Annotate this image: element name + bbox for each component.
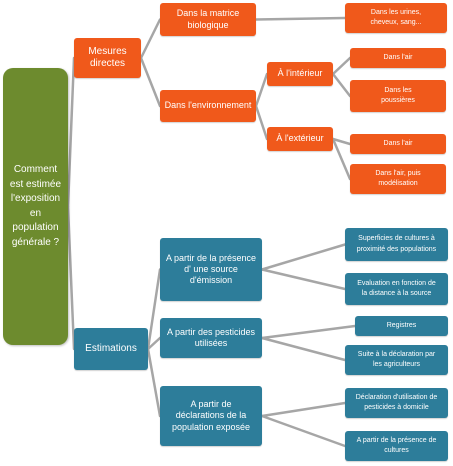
- connector-root-est: [66, 205, 76, 351]
- declarations-population-node: A partir de déclarations de la populatio…: [160, 386, 262, 446]
- connector-est-decl: [146, 347, 162, 418]
- mesures-directes-node: Mesures directes: [74, 38, 141, 78]
- connector-est-src: [146, 268, 162, 351]
- utilisation-domicile-node: Déclaration d'utilisation de pesticides …: [345, 388, 448, 418]
- connector-pest-suit: [260, 336, 347, 362]
- air-exterieur-node: Dans l'air: [350, 134, 446, 154]
- air-interieur-node: Dans l'air: [350, 48, 446, 68]
- declaration-agriculteurs-node: Suite à la déclaration par les agriculte…: [345, 345, 448, 375]
- superficies-cultures-node: Superficies de cultures à proximité des …: [345, 228, 448, 261]
- connector-mat-uri: [254, 16, 347, 21]
- urines-cheveux-sang-node: Dans les urines, cheveux, sang...: [345, 3, 447, 33]
- estimations-node: Estimations: [74, 328, 148, 370]
- connector-est-pest: [146, 336, 162, 351]
- connector-md-mat: [139, 18, 162, 60]
- connector-md-env: [139, 56, 162, 108]
- poussieres-node: Dans les poussières: [350, 80, 446, 112]
- modelisation-node: Dans l'air, puis modélisation: [350, 164, 446, 194]
- connector-ext-mod: [331, 137, 352, 181]
- connector-int-pou: [331, 72, 352, 98]
- exterieur-node: À l'extérieur: [267, 127, 333, 151]
- connector-ext-air2: [331, 137, 352, 146]
- pesticides-utilises-node: A partir des pesticides utilisées: [160, 318, 262, 358]
- root-question-node: Comment est estimée l'exposition en popu…: [3, 68, 68, 345]
- source-emission-node: A partir de la présence d' une source d'…: [160, 238, 262, 301]
- presence-cultures-node: A partir de la présence de cultures: [345, 431, 448, 461]
- connector-decl-dom: [260, 401, 347, 418]
- registres-node: Registres: [355, 316, 448, 336]
- connector-env-int: [254, 72, 269, 108]
- interieur-node: À l'intérieur: [267, 62, 333, 86]
- evaluation-distance-node: Evaluation en fonction de la distance à …: [345, 273, 448, 305]
- connector-pest-reg: [260, 324, 357, 340]
- matrice-biologique-node: Dans la matrice biologique: [160, 3, 256, 36]
- environnement-node: Dans l'environnement: [160, 90, 256, 122]
- connector-src-eval: [260, 268, 347, 291]
- connector-src-sup: [260, 243, 347, 271]
- connector-root-md: [66, 56, 76, 208]
- connector-decl-pres: [260, 414, 347, 448]
- connector-env-ext: [254, 104, 269, 141]
- connector-int-air1: [331, 56, 352, 76]
